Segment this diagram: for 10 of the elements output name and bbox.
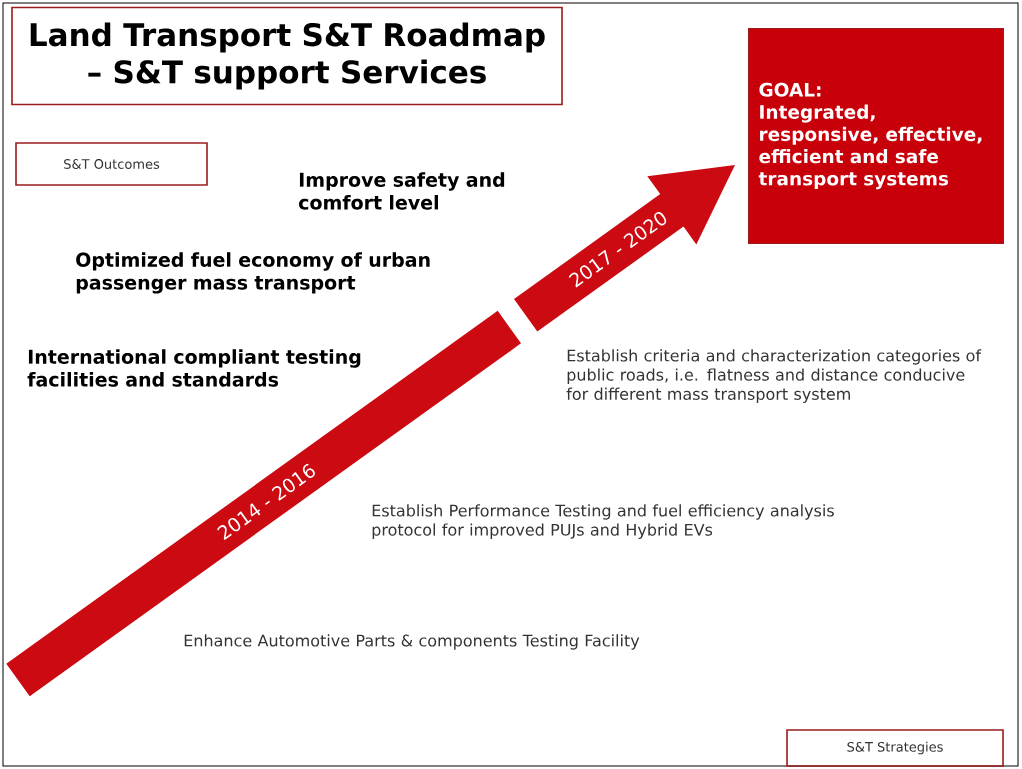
strategy-text: Establish criteria and characterization categories of public roads, i.e. flatness and distance conducive for different mass transport system [566, 349, 982, 404]
title-box: Land Transport S&T Roadmap – S&T support Services [11, 6, 563, 106]
outcome-text: International compliant testing facilities and standards [27, 349, 361, 387]
outcome-text: Optimized fuel economy of urban passenger mass transport [76, 252, 430, 294]
label-box: S&T Outcomes [15, 142, 208, 186]
label-box: S&T Strategies [786, 729, 1004, 767]
strategy-text: Enhance Automotive Parts & components Testing Facility [184, 634, 640, 650]
strategy-text: Establish Performance Testing and fuel efficiency analysis protocol for improved PUJs and Hybrid EVs [372, 504, 834, 539]
outcome-text: Improve safety and comfort level [299, 172, 505, 210]
goal-box: GOAL: Integrated, responsive, effective, efficient and safe transport systems [748, 28, 1004, 244]
